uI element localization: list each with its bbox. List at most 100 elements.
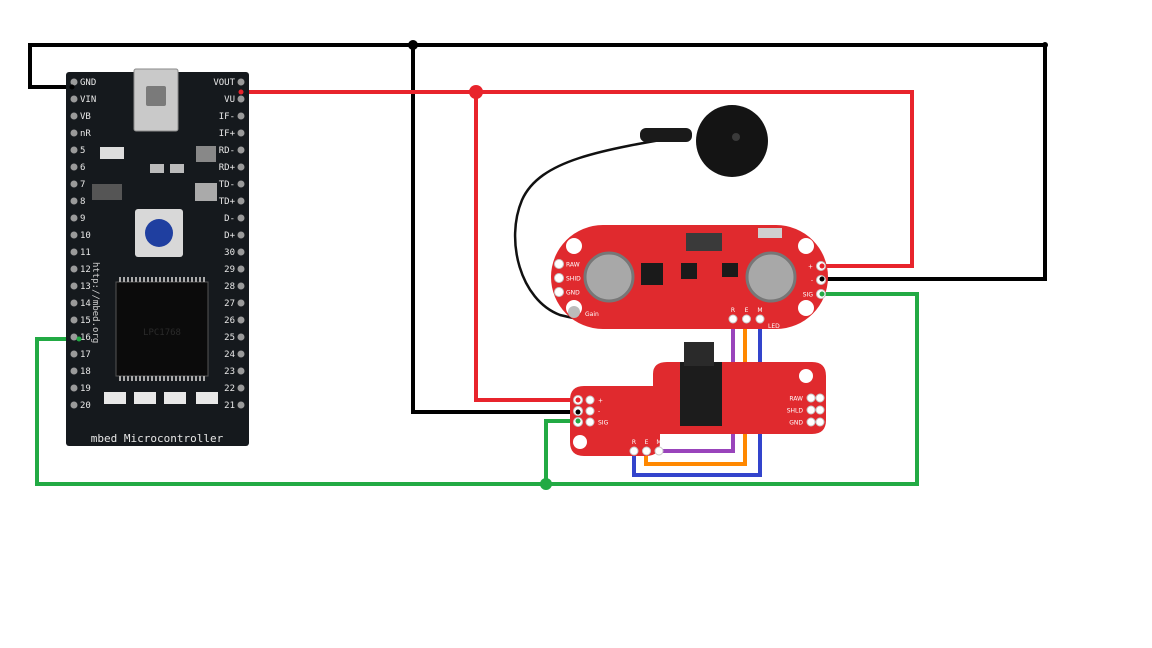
mount-hole	[798, 238, 814, 254]
mbed-pin-left	[70, 95, 78, 103]
mbed-pin-right	[237, 214, 245, 222]
mbed-pin-label-right: VU	[224, 95, 235, 105]
mbed-pin-right	[237, 367, 245, 375]
led-3-icon	[164, 392, 186, 404]
wire-endpoint	[819, 291, 825, 297]
mount-hole	[799, 369, 813, 383]
shield-right-pad	[806, 417, 816, 427]
shield-right-pad-label: RAW	[789, 396, 803, 403]
mbed-pin-label-right: 25	[224, 333, 235, 343]
mbed-pin-right	[237, 265, 245, 273]
chip-pin	[119, 277, 121, 282]
power-junction	[469, 85, 483, 99]
shield-left-pad-label: -	[598, 409, 600, 416]
mbed-pin-right	[237, 350, 245, 358]
myoware-bottom-pad-label: M	[757, 307, 762, 314]
mbed-pin-label-left: 14	[80, 299, 91, 309]
electrode-cable	[513, 105, 768, 327]
usb-port-icon	[146, 86, 166, 106]
reset-button-cap[interactable]	[145, 219, 173, 247]
shield-right-pad	[806, 405, 816, 415]
mbed-pin-label-right: 27	[224, 299, 235, 309]
mbed-pin-left	[70, 78, 78, 86]
ground-wire-mbed	[28, 43, 1047, 281]
component	[686, 233, 722, 251]
chip-pin	[123, 376, 125, 381]
mbed-pin-label-left: 19	[80, 384, 91, 394]
chip-pin	[175, 376, 177, 381]
mount-hole	[573, 435, 587, 449]
mbed-pin-label-right: D-	[224, 214, 235, 224]
chip-pin	[203, 376, 205, 381]
mbed-pin-right	[237, 333, 245, 341]
chip-pin	[135, 376, 137, 381]
chip-pin	[143, 376, 145, 381]
shield-right-pad-2	[815, 417, 825, 427]
power-switch[interactable]	[758, 228, 782, 238]
shield-right-pad-2	[815, 393, 825, 403]
mbed-pin-label-left: 16	[80, 333, 91, 343]
chip-pin	[187, 277, 189, 282]
mbed-pin-label-left: 17	[80, 350, 91, 360]
crystal	[195, 183, 217, 201]
chip-pin	[167, 277, 169, 282]
myoware-left-pad	[554, 273, 564, 283]
mount-hole	[798, 300, 814, 316]
led-2-icon	[134, 392, 156, 404]
mbed-pins-right	[237, 78, 245, 409]
ic	[641, 263, 663, 285]
signal-wires	[35, 292, 919, 490]
gain-potentiometer[interactable]	[568, 306, 580, 318]
chip-pin	[147, 277, 149, 282]
mbed-pin-label-left: GND	[80, 78, 96, 88]
component	[92, 184, 122, 200]
chip-pin	[123, 277, 125, 282]
shield-bottom-pad-label: R	[632, 439, 636, 446]
shield-bottom-pad	[642, 446, 651, 456]
mbed-pin-left	[70, 197, 78, 205]
mbed-pin-label-left: 12	[80, 265, 91, 275]
chip-pin	[179, 277, 181, 282]
mbed-pin-label-right: 22	[224, 384, 235, 394]
myoware-left-pad-label: GND	[566, 290, 580, 297]
mbed-pin-left	[70, 350, 78, 358]
chip-pin	[151, 277, 153, 282]
led-1-icon	[104, 392, 126, 404]
chip-pins	[119, 277, 205, 381]
mbed-pin-label-left: 15	[80, 316, 91, 326]
myoware-left-pad-label: SHID	[566, 276, 581, 283]
mbed-pin-left	[70, 384, 78, 392]
mbed-pin-left	[70, 146, 78, 154]
mbed-pin-left	[70, 112, 78, 120]
chip-pin	[195, 277, 197, 282]
chip-pin	[183, 376, 185, 381]
mbed-pin-label-left: 7	[80, 180, 85, 190]
chip-pin	[183, 277, 185, 282]
wire-endpoint	[575, 397, 581, 403]
signal-junction	[540, 478, 552, 490]
ground-wire-shield	[411, 45, 578, 414]
ground-junction	[408, 40, 418, 50]
shield-right-pad	[806, 393, 816, 403]
mbed-pin-left	[70, 299, 78, 307]
mbed-pin-label-right: 23	[224, 367, 235, 377]
signal-wire-shield	[544, 419, 578, 484]
chip-pin	[179, 376, 181, 381]
mbed-pin-label-right: 29	[224, 265, 235, 275]
myoware-bottom-pad	[742, 314, 751, 324]
mbed-pin-left	[70, 333, 78, 341]
mbed-pin-left	[70, 316, 78, 324]
myoware-left-pad	[554, 287, 564, 297]
chip-pin	[143, 277, 145, 282]
mbed-pin-left	[70, 180, 78, 188]
shield-bottom-pad	[654, 446, 664, 456]
electrode-snap-left-icon	[583, 251, 635, 303]
mbed-pin-right	[237, 146, 245, 154]
chip-pin	[151, 376, 153, 381]
mbed-pin-right	[237, 78, 245, 86]
shield-right-pad-2	[815, 405, 825, 415]
power-wire-myoware	[241, 90, 914, 268]
mbed-pin-label-right: 26	[224, 316, 235, 326]
